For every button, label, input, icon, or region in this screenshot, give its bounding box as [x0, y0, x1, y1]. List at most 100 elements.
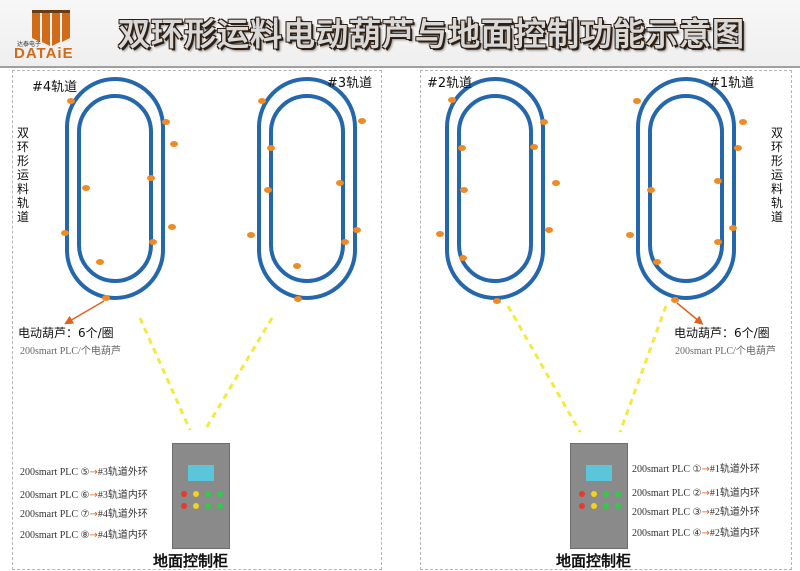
- arrow-icon: →: [89, 509, 98, 520]
- arrow-icon: →: [89, 530, 98, 541]
- track-label-4: #4轨道: [32, 80, 78, 95]
- track-3-inner: [269, 94, 345, 283]
- hoist-dot: [102, 295, 110, 301]
- plc-target: #1轨道内环: [709, 488, 760, 499]
- hoist-dot: [294, 296, 302, 302]
- hoist-dot: [530, 144, 538, 150]
- led-yellow: [591, 491, 597, 497]
- signal-beam: [138, 317, 192, 431]
- plc-row: 200smart PLC ②→#1轨道内环: [632, 484, 760, 499]
- led-green: [217, 503, 223, 509]
- cabinet-label-left: 地面控制柜: [153, 552, 229, 570]
- plc-row: 200smart PLC ⑤→#3轨道外环: [20, 463, 148, 478]
- track-1-outer: [636, 77, 736, 300]
- logo-icon: [32, 10, 70, 46]
- hoist-dot: [714, 239, 722, 245]
- control-cabinet-right: [570, 443, 628, 549]
- hoist-dot: [540, 119, 548, 125]
- left-panel: [12, 70, 382, 570]
- led-red: [579, 491, 585, 497]
- led-green: [603, 503, 609, 509]
- plc-row: 200smart PLC ⑧→#4轨道内环: [20, 526, 148, 541]
- hoist-sub-right: 200smart PLC/个电葫芦: [675, 346, 776, 357]
- led-green: [615, 491, 621, 497]
- control-cabinet-left: [172, 443, 230, 549]
- track-2-outer: [445, 77, 545, 300]
- header: 达泰电子 DATAiE 双环形运料电动葫芦与地面控制功能示意图: [0, 0, 800, 68]
- hoist-dot: [493, 298, 501, 304]
- hoist-dot: [170, 141, 178, 147]
- hoist-dot: [264, 187, 272, 193]
- plc-id: 200smart PLC ⑥: [20, 490, 90, 501]
- track-1-inner: [648, 94, 724, 283]
- plc-target: #1轨道外环: [709, 464, 760, 475]
- hoist-dot: [729, 225, 737, 231]
- hoist-dot: [545, 227, 553, 233]
- plc-id: 200smart PLC ⑧: [20, 530, 90, 541]
- arrow-icon: →: [89, 467, 98, 478]
- plc-row: 200smart PLC ④→#2轨道内环: [632, 524, 760, 539]
- plc-row: 200smart PLC ⑥→#3轨道内环: [20, 486, 148, 501]
- hoist-label-right: 电动葫芦：6个/圈: [674, 326, 770, 340]
- track-4-inner: [77, 94, 153, 283]
- led-yellow: [193, 503, 199, 509]
- led-green: [205, 503, 211, 509]
- plc-id: 200smart PLC ①: [632, 464, 702, 475]
- hoist-dot: [341, 239, 349, 245]
- hoist-dot: [626, 232, 634, 238]
- plc-target: #4轨道内环: [97, 530, 148, 541]
- hoist-dot: [460, 187, 468, 193]
- led-green: [217, 491, 223, 497]
- cabinet-screen: [188, 465, 214, 481]
- arrow-icon: →: [701, 528, 710, 539]
- hoist-dot: [147, 175, 155, 181]
- signal-beam: [618, 305, 668, 433]
- arrow-icon: →: [89, 490, 98, 501]
- led-red: [181, 503, 187, 509]
- hoist-label-left: 电动葫芦：6个/圈: [18, 326, 114, 340]
- signal-beam: [506, 305, 582, 433]
- cabinet-label-right: 地面控制柜: [556, 552, 632, 570]
- hoist-dot: [168, 224, 176, 230]
- led-green: [615, 503, 621, 509]
- arrow-icon: →: [701, 464, 710, 475]
- hoist-dot: [358, 118, 366, 124]
- cabinet-screen: [586, 465, 612, 481]
- hoist-dot: [552, 180, 560, 186]
- hoist-dot: [647, 187, 655, 193]
- page-title: 双环形运料电动葫芦与地面控制功能示意图: [118, 15, 746, 53]
- hoist-sub-left: 200smart PLC/个电葫芦: [20, 346, 121, 357]
- track-2-inner: [457, 94, 533, 283]
- plc-target: #4轨道外环: [97, 509, 148, 520]
- hoist-dot: [67, 98, 75, 104]
- hoist-dot: [458, 145, 466, 151]
- led-green: [205, 491, 211, 497]
- right-panel: [420, 70, 792, 570]
- logo-caption: 达泰电子: [17, 41, 42, 48]
- hoist-dot: [448, 97, 456, 103]
- hoist-dot: [96, 259, 104, 265]
- hoist-dot: [267, 145, 275, 151]
- plc-target: #3轨道内环: [97, 490, 148, 501]
- hoist-dot: [82, 185, 90, 191]
- hoist-pointer-arrow: [64, 300, 105, 325]
- plc-target: #2轨道内环: [709, 528, 760, 539]
- hoist-dot: [61, 230, 69, 236]
- plc-id: 200smart PLC ⑦: [20, 509, 90, 520]
- plc-target: #3轨道外环: [97, 467, 148, 478]
- track-label-1: #1轨道: [709, 76, 755, 91]
- hoist-dot: [734, 145, 742, 151]
- plc-target: #2轨道外环: [709, 507, 760, 518]
- arrow-icon: →: [701, 488, 710, 499]
- side-label-right: 双环形运料轨道: [771, 126, 784, 224]
- plc-row: 200smart PLC ⑦→#4轨道外环: [20, 505, 148, 520]
- track-4-outer: [65, 77, 165, 300]
- hoist-dot: [247, 232, 255, 238]
- track-3-outer: [257, 77, 357, 300]
- led-yellow: [591, 503, 597, 509]
- plc-id: 200smart PLC ⑤: [20, 467, 90, 478]
- hoist-dot: [459, 255, 467, 261]
- plc-id: 200smart PLC ③: [632, 507, 702, 518]
- hoist-dot: [714, 178, 722, 184]
